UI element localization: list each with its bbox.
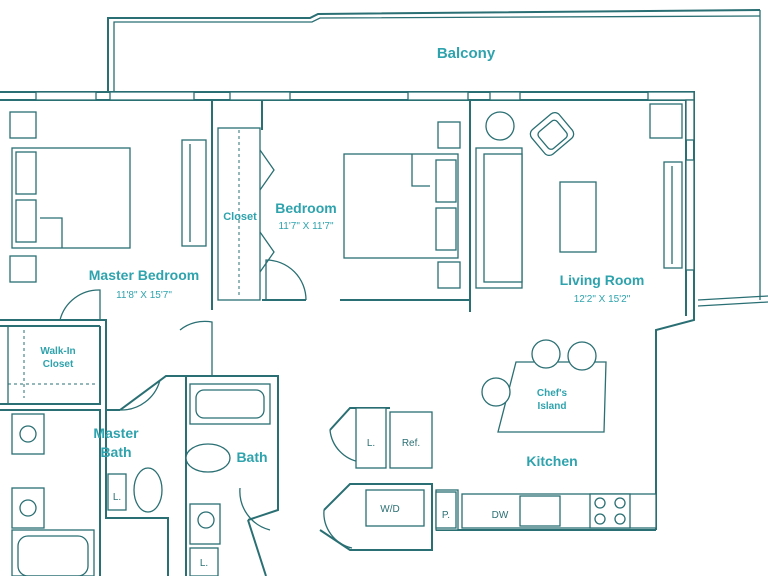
balcony-label: Balcony bbox=[437, 45, 496, 62]
toilet bbox=[133, 467, 163, 513]
chefs-island-label-2: Island bbox=[538, 401, 567, 412]
side-table bbox=[485, 111, 515, 141]
chefs-island-label: Chef's bbox=[537, 388, 568, 399]
closet-label: Closet bbox=[223, 211, 257, 223]
furniture bbox=[9, 103, 683, 576]
linen-label: L. bbox=[113, 492, 121, 503]
room-labels: Balcony Bedroom 11'7" X 11'7" Closet Mas… bbox=[40, 45, 644, 469]
exterior-walls bbox=[0, 91, 695, 530]
toilet bbox=[185, 443, 231, 473]
master-bedroom-label: Master Bedroom bbox=[89, 267, 199, 283]
vanity bbox=[11, 413, 45, 455]
tv-console bbox=[663, 161, 683, 269]
washer-dryer-label: W/D bbox=[380, 504, 399, 515]
pantry-label: P. bbox=[442, 510, 450, 521]
nightstand bbox=[9, 111, 37, 139]
linen-label: L. bbox=[200, 558, 208, 569]
fixture-labels: L. Ref. W/D P. DW L. L. bbox=[113, 438, 509, 569]
living-room-dimensions: 12'2" X 15'2" bbox=[574, 294, 631, 305]
kitchen-label: Kitchen bbox=[526, 453, 577, 469]
coffee-table bbox=[559, 181, 597, 253]
walk-in-closet-label-2: Closet bbox=[43, 359, 74, 370]
linen bbox=[189, 547, 219, 576]
dresser bbox=[181, 139, 207, 247]
linen bbox=[107, 473, 127, 511]
vanity bbox=[189, 503, 221, 545]
bath-label: Bath bbox=[236, 449, 267, 465]
sink bbox=[519, 495, 561, 527]
nightstand bbox=[9, 255, 37, 283]
master-bedroom-dimensions: 11'8" X 15'7" bbox=[116, 290, 172, 301]
balcony-outline bbox=[107, 9, 768, 307]
bedroom-dimensions: 11'7" X 11'7" bbox=[278, 221, 333, 232]
dishwasher-label: DW bbox=[492, 510, 509, 521]
master-bath-label-2: Bath bbox=[100, 444, 131, 460]
bedroom-label: Bedroom bbox=[275, 200, 336, 216]
vanity bbox=[11, 487, 45, 529]
linen-label: L. bbox=[367, 438, 375, 449]
living-room-label: Living Room bbox=[560, 272, 645, 288]
refrigerator-label: Ref. bbox=[402, 438, 420, 449]
bathtub bbox=[11, 529, 95, 576]
walk-in-closet-label: Walk-In bbox=[40, 346, 75, 357]
master-bath-label: Master bbox=[93, 425, 139, 441]
